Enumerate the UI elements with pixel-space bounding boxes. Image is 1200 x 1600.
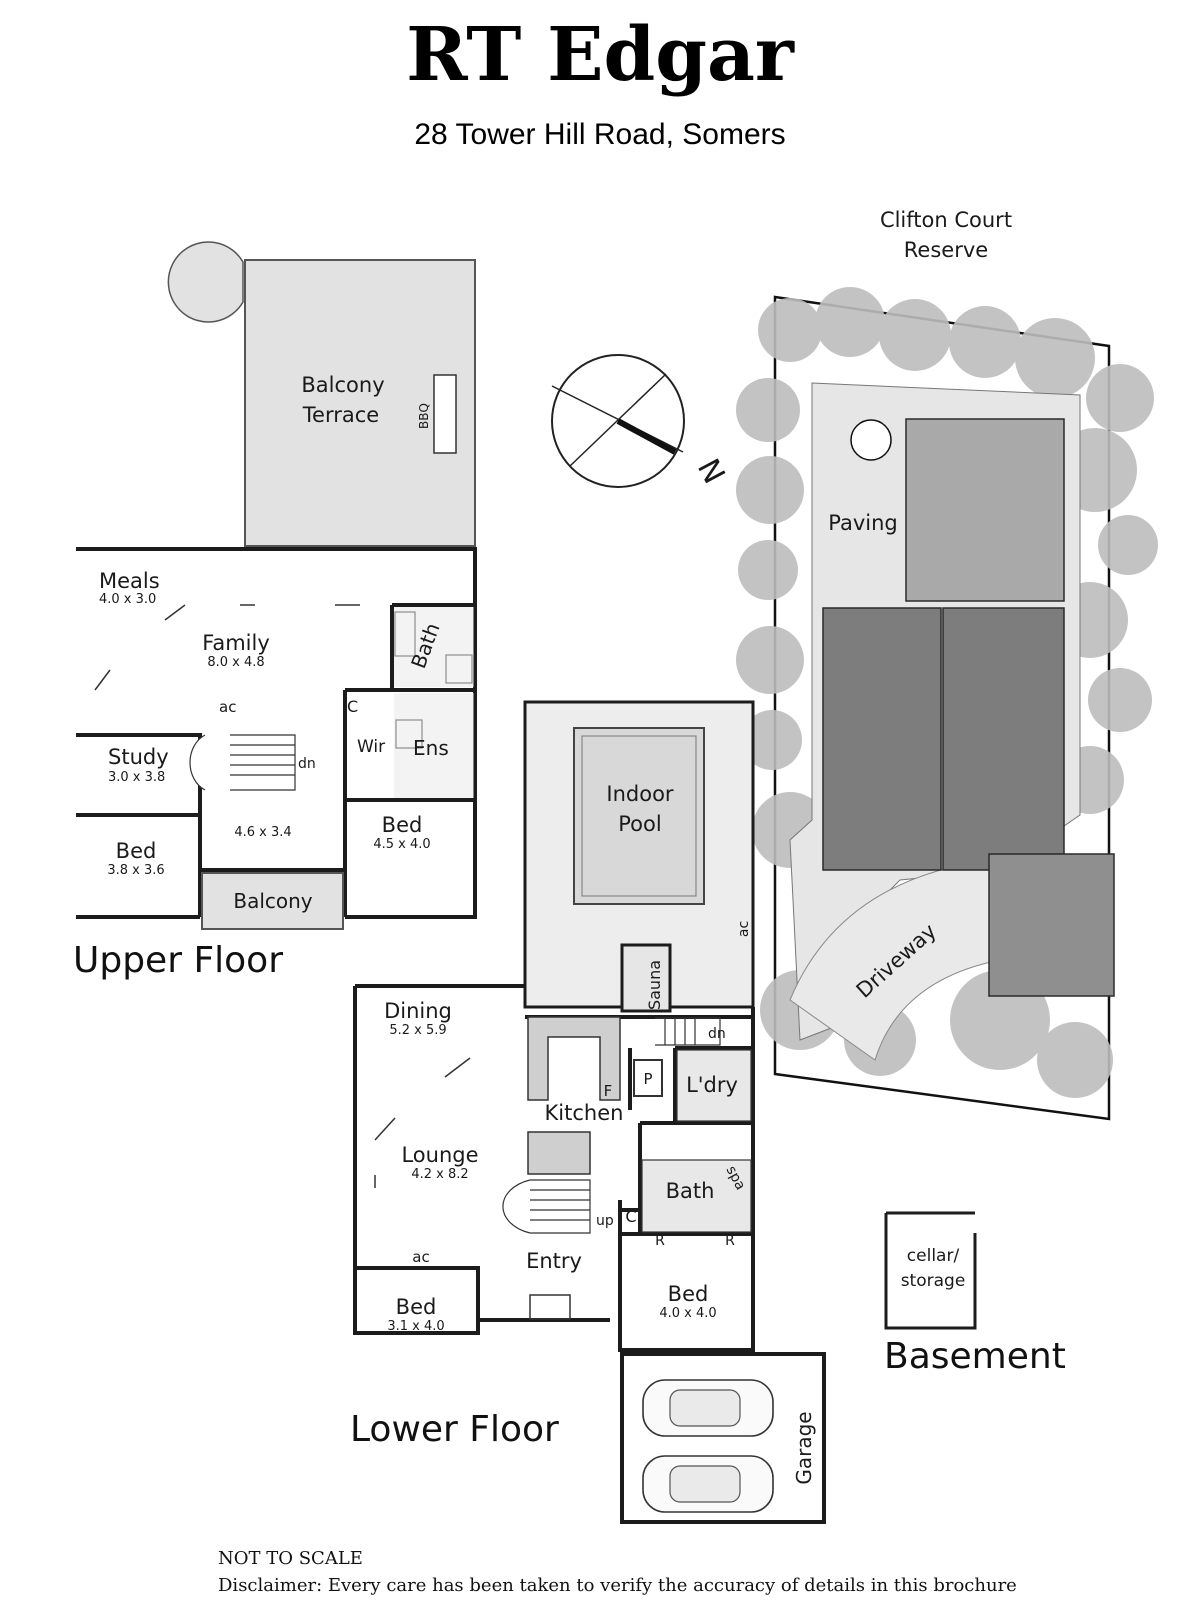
upper-outer-wall (76, 547, 477, 919)
indoor-pool-label-2: Pool (618, 812, 661, 836)
pool-ac-label: ac (736, 921, 752, 937)
pantry-label: P (643, 1070, 652, 1088)
car-top-icon (642, 1379, 774, 1437)
spiral-stair (167, 241, 244, 323)
roof-left (822, 607, 942, 871)
study-label: Study (108, 745, 169, 769)
upper-dn-label: dn (298, 756, 316, 772)
study-dims: 3.0 x 3.8 (108, 770, 165, 785)
garage-label: Garage (792, 1411, 816, 1484)
kitchen-bench (527, 1016, 621, 1101)
roof-right (942, 607, 1065, 871)
robe-1-label: R (655, 1233, 665, 1249)
balcony-terrace-label-1: Balcony (301, 373, 384, 397)
kitchen-label: Kitchen (545, 1101, 624, 1125)
lower-stair (502, 1179, 591, 1234)
property-address: 28 Tower Hill Road, Somers (414, 118, 785, 151)
upper-bed1-dims: 4.5 x 4.0 (373, 837, 430, 852)
lounge-dims: 4.2 x 8.2 (411, 1167, 468, 1182)
lower-bath-room (641, 1159, 752, 1233)
bbq-label: BBQ (417, 403, 431, 429)
family-label: Family (202, 631, 270, 655)
meals-label: Meals (99, 569, 160, 593)
lower-dn-label: dn (708, 1026, 726, 1042)
rear-stair (655, 1017, 721, 1046)
sauna-room (620, 943, 672, 1013)
laundry-room (676, 1049, 752, 1122)
front-balcony-area (201, 872, 344, 930)
upper-bath-area (394, 607, 474, 687)
entry-doors (529, 1294, 571, 1320)
cellar-walls (884, 1211, 977, 1330)
upper-ens-area (394, 693, 474, 798)
upper-stair (189, 734, 296, 791)
upper-bed2-dims: 3.8 x 3.6 (107, 863, 164, 878)
pantry (633, 1059, 663, 1097)
reserve-label-1: Clifton Court (880, 208, 1012, 232)
upper-ac-label: ac (219, 698, 236, 716)
roof-upper (905, 418, 1065, 602)
upper-internal-walls (76, 603, 475, 917)
paving-label: Paving (828, 511, 898, 535)
brand-logo: RT Edgar (406, 12, 795, 98)
indoor-pool (573, 727, 705, 905)
car-bottom-icon (642, 1455, 774, 1513)
upper-bed2-label: Bed (116, 839, 157, 863)
landing-dims: 4.6 x 3.4 (234, 825, 291, 840)
site-spiral-stair (850, 419, 892, 461)
lower-bed2-dims: 4.0 x 4.0 (659, 1306, 716, 1321)
lower-bed1-dims: 3.1 x 4.0 (387, 1319, 444, 1334)
laundry-label: L'dry (686, 1073, 738, 1097)
upper-bed1-label: Bed (382, 813, 423, 837)
basement-title: Basement (884, 1336, 1066, 1377)
cellar-label-1: cellar/ (907, 1246, 960, 1266)
lower-ac-label: ac (412, 1248, 429, 1266)
cellar-label-2: storage (901, 1271, 966, 1291)
indoor-pool-label-1: Indoor (606, 782, 674, 806)
kitchen-island (527, 1131, 591, 1175)
pool-inner (581, 735, 697, 897)
robe-2-label: R (725, 1233, 735, 1249)
balcony-terrace-label-2: Terrace (302, 403, 379, 427)
disclaimer-text: Disclaimer: Every care has been taken to… (218, 1575, 1017, 1596)
roof-garage (988, 853, 1115, 997)
compass-north-label: N (690, 453, 731, 489)
meals-dims: 4.0 x 3.0 (99, 592, 156, 607)
lower-floor-plan: Indoor Pool ac Sauna Dining 5.2 x 5.9 dn… (350, 700, 826, 1524)
ens-label: Ens (413, 736, 449, 760)
lower-bath-label: Bath (666, 1179, 715, 1203)
compass: N (551, 354, 731, 490)
family-room-features (94, 604, 360, 691)
not-to-scale-note: NOT TO SCALE (218, 1548, 363, 1569)
lower-internal-walls (355, 1015, 753, 1333)
entry-label: Entry (526, 1249, 582, 1273)
lower-bed1-label: Bed (396, 1295, 437, 1319)
sauna-label: Sauna (645, 960, 664, 1010)
dining-label: Dining (384, 999, 452, 1023)
lower-bed2-label: Bed (668, 1282, 709, 1306)
lower-floor-title: Lower Floor (350, 1409, 559, 1450)
upper-c-label: C (347, 697, 358, 716)
reserve-label-2: Reserve (904, 238, 988, 262)
upper-floor-title: Upper Floor (73, 940, 283, 981)
lounge-label: Lounge (401, 1143, 478, 1167)
basement-plan: cellar/ storage Basement (884, 1211, 1066, 1377)
dining-dims: 5.2 x 5.9 (389, 1023, 446, 1038)
site-plan: Clifton Court Reserve (736, 208, 1158, 1121)
family-dims: 8.0 x 4.8 (207, 655, 264, 670)
lower-c-label: C (625, 1207, 636, 1226)
lower-up-label: up (596, 1213, 614, 1229)
bbq-unit (433, 374, 457, 454)
fridge-label: F (604, 1082, 613, 1100)
wir-label: Wir (357, 737, 385, 757)
upper-floor-plan: Balcony Terrace BBQ Meals 4.0 x 3.0 Fami… (73, 241, 477, 981)
lounge-features (374, 1057, 471, 1188)
front-balcony-label: Balcony (233, 889, 312, 913)
